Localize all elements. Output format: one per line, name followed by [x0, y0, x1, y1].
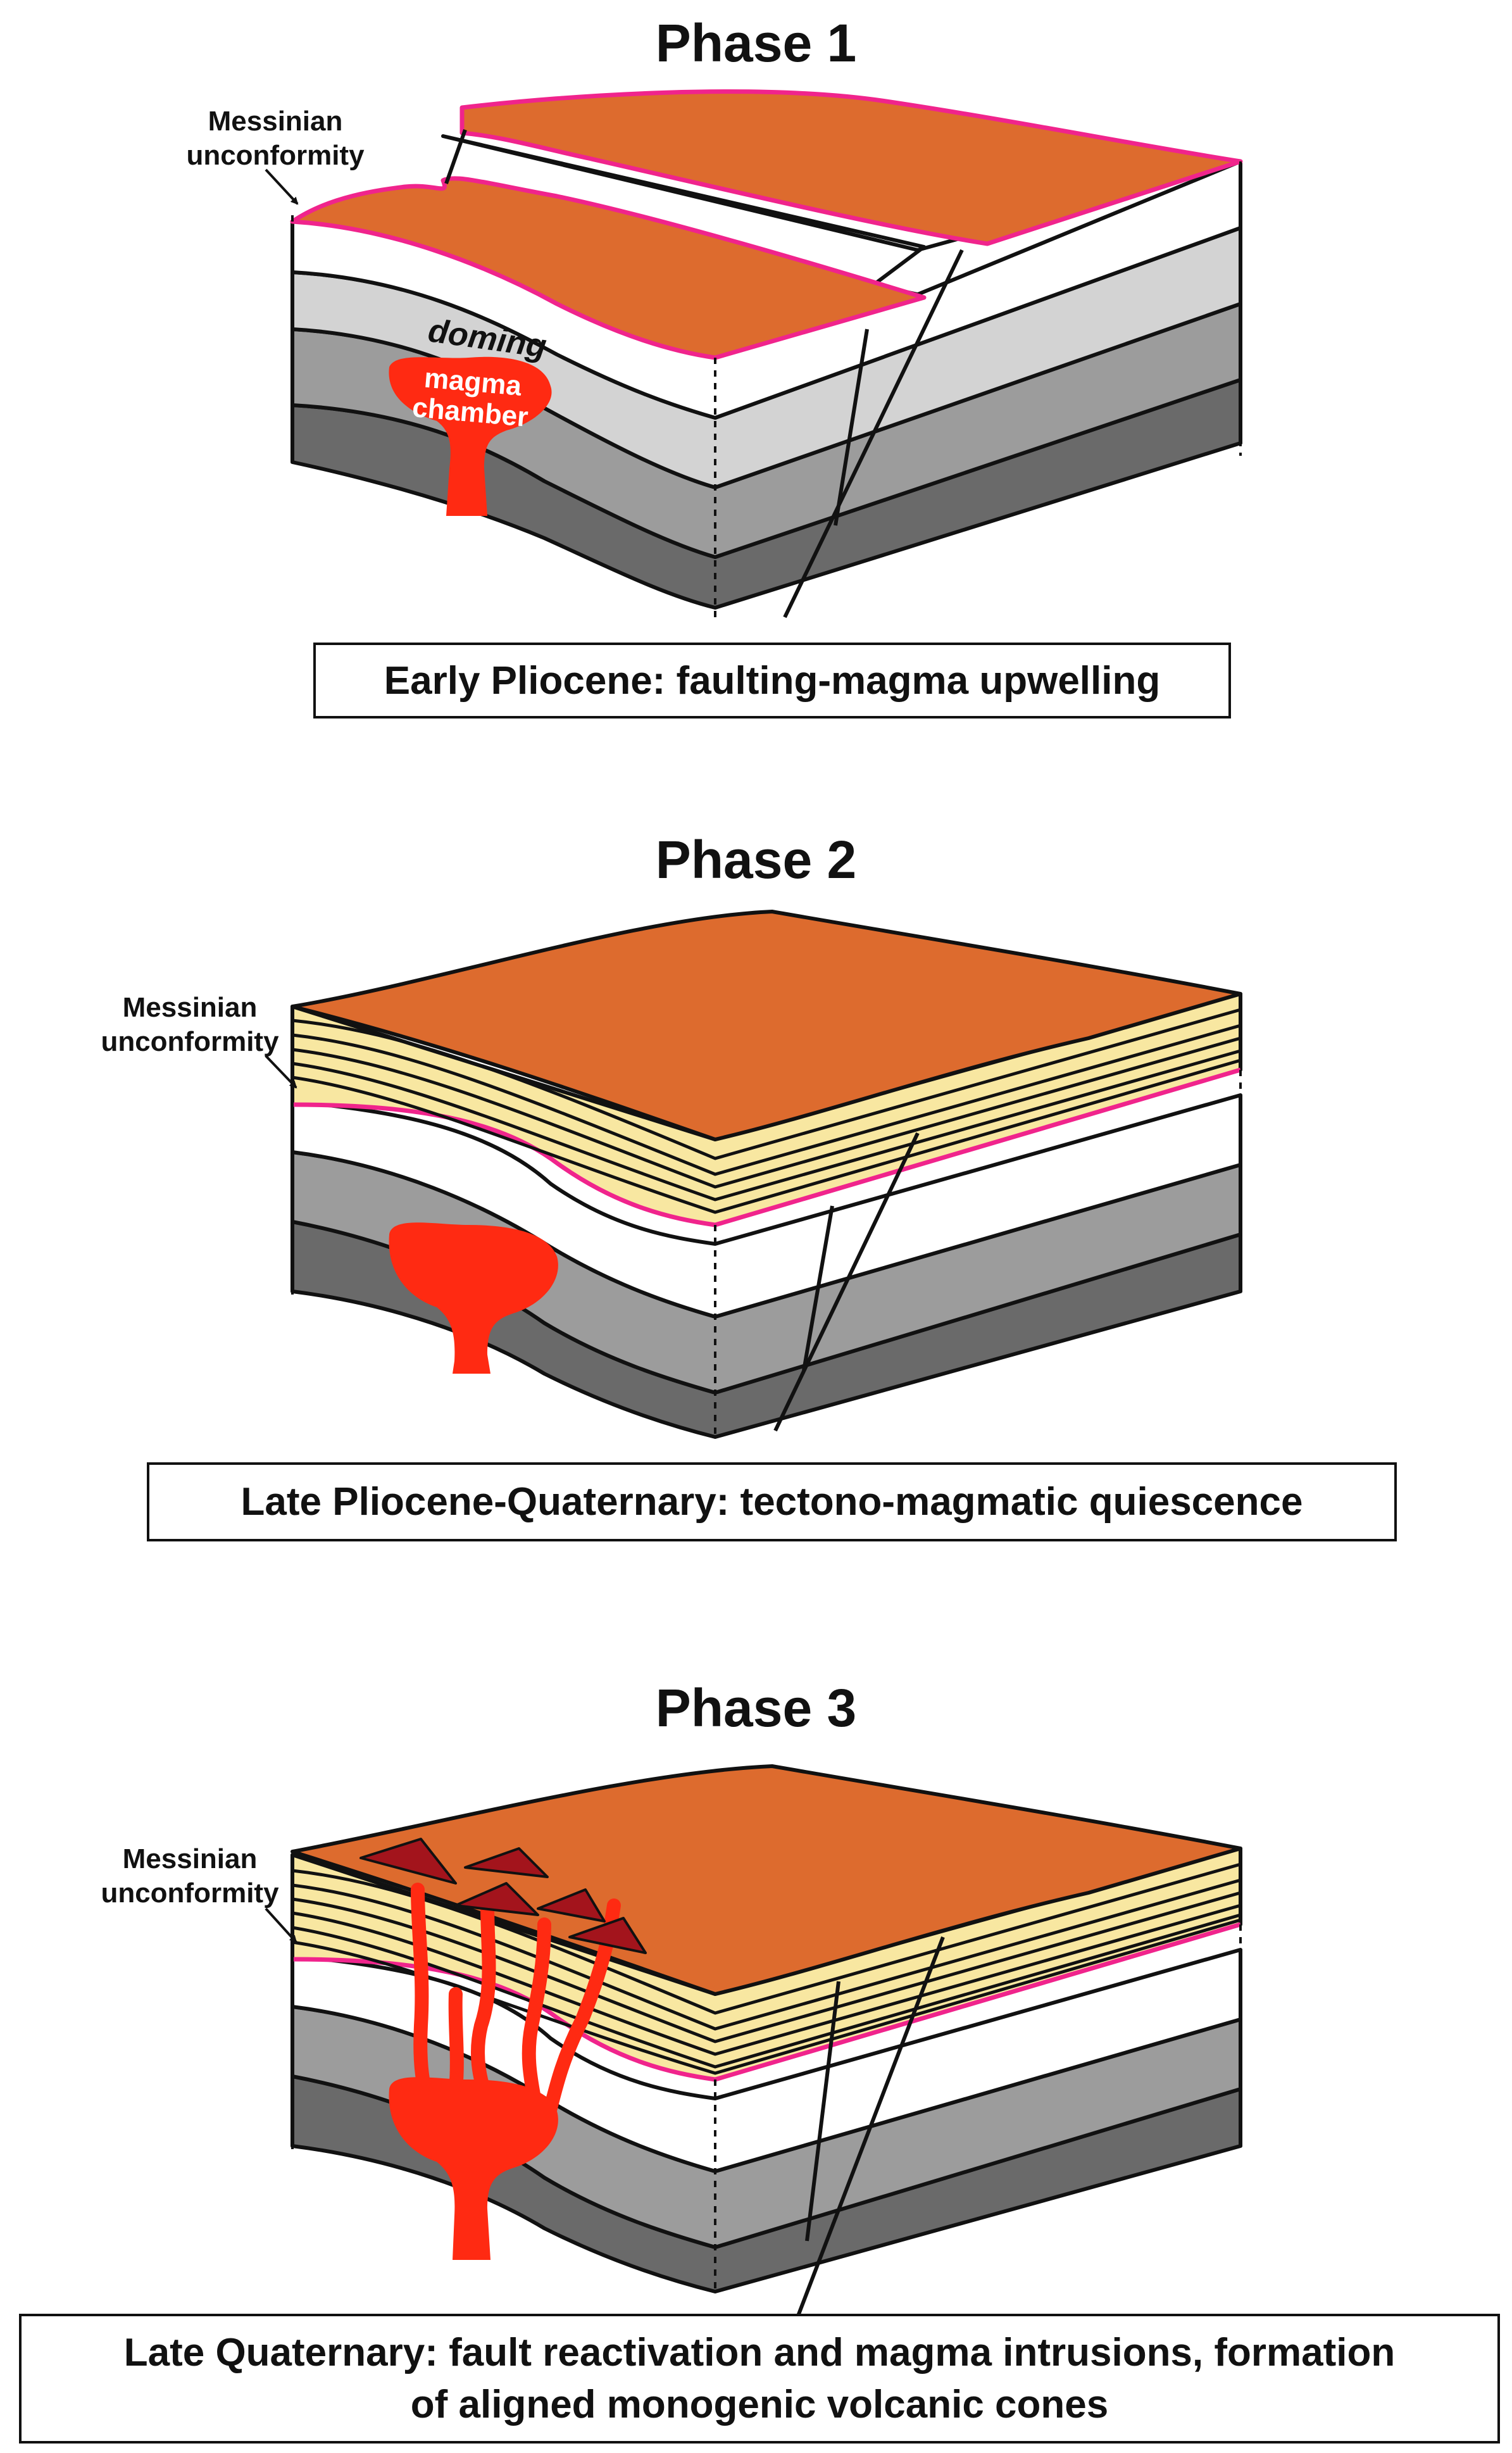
phase3-unconformity-line1: Messinian [122, 1843, 258, 1874]
phase1-unconformity-label: Messinian unconformity [161, 104, 389, 173]
phase2-unconformity-label: Messinian unconformity [76, 991, 304, 1059]
phase1-top-near [290, 176, 927, 360]
phase3-volcanic-cones [359, 1838, 647, 1954]
volcanic-cone [464, 1847, 549, 1878]
phase2-fault-branch [802, 1205, 834, 1371]
phase3-guides [291, 1848, 1242, 2292]
phase3-unconformity-arrow [265, 1907, 297, 1943]
phase3-caption: Late Quaternary: fault reactivation and … [19, 2314, 1500, 2444]
phase1-unconformity-arrow [265, 168, 299, 205]
phase3-top-surface [291, 1764, 1242, 1996]
phase2-title: Phase 2 [655, 830, 857, 889]
phase3-unconformity-line2: unconformity [101, 1878, 279, 1909]
phase3-magma-chamber [389, 2077, 558, 2260]
phase2-sediment-lines [292, 1008, 1241, 1214]
phase2-unconformity [292, 1067, 1241, 1227]
phase2-top-surface [291, 910, 1242, 1141]
phase1-caption: Early Pliocene: faulting-magma upwelling [313, 643, 1231, 718]
volcanic-cone [568, 1917, 647, 1954]
phase2-magma-chamber [389, 1222, 558, 1374]
phase3-unconformity-label: Messinian unconformity [76, 1842, 304, 1910]
phase2-unconformity-line2: unconformity [101, 1026, 279, 1057]
volcanic-cone [454, 1882, 539, 1916]
phase1-top-far [459, 89, 1243, 246]
phase3-caption-line2: of aligned monogenic volcanic cones [410, 2382, 1109, 2426]
volcanic-cone [537, 1888, 606, 1923]
phase3-fault-branch [805, 1981, 840, 2242]
phase1-fault-branch [834, 329, 869, 526]
phase1-block [290, 89, 1243, 618]
phase2-unconformity-line1: Messinian [122, 992, 258, 1023]
phase1-fault-upper [444, 129, 467, 184]
phase1-unconformity-line2: unconformity [186, 140, 365, 171]
phase2-caption-text: Late Pliocene-Quaternary: tectono-magmat… [241, 1480, 1303, 1524]
phase2-fault-main [773, 1132, 920, 1432]
phase2-block [291, 910, 1242, 1439]
phase1-magma-chamber [389, 356, 552, 516]
phase3-caption-line1: Late Quaternary: fault reactivation and … [123, 2330, 1396, 2375]
phase2-unconformity-arrow [265, 1055, 297, 1089]
phase2-guides [291, 994, 1242, 1437]
phase3-fault-main [786, 1936, 945, 2343]
phase1-unconformity-line1: Messinian [208, 106, 343, 137]
phase2-caption: Late Pliocene-Quaternary: tectono-magmat… [147, 1462, 1397, 1541]
phase1-fault-main [783, 249, 964, 618]
phase3-title: Phase 3 [655, 1678, 857, 1738]
phase1-caption-text: Early Pliocene: faulting-magma upwelling [384, 658, 1161, 703]
phase1-guides [291, 161, 1242, 617]
phase3-block [291, 1764, 1242, 2343]
phase1-title: Phase 1 [655, 13, 857, 73]
volcanic-cone [359, 1838, 457, 1885]
